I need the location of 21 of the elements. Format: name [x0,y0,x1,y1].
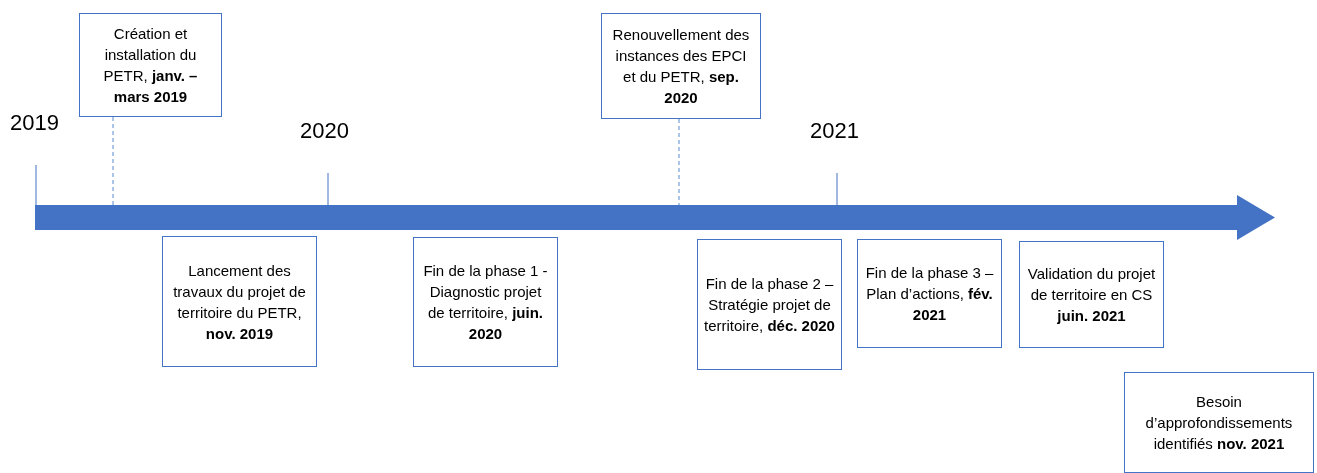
event-text: Création et installation du PETR, janv. – mars 2019 [102,24,199,107]
event-box [1019,241,1164,348]
year-label: 2019 [10,110,59,136]
event-box [79,13,222,117]
event-text: Lancement des travaux du projet de territoire du PETR, nov. 2019 [172,260,307,344]
event-text: Besoin d’approfondissements identifiés nov. 2021 [1144,392,1294,454]
leader-line [678,118,680,206]
event-box [413,237,558,367]
event-text: Fin de la phase 1 - Diagnostic projet de territoire, juin. 2020 [422,261,549,344]
leader-line [112,116,114,206]
year-label: 2020 [300,118,349,144]
year-label: 2021 [810,118,859,144]
event-text: Fin de la phase 2 – Stratégie projet de territoire, déc. 2020 [704,274,835,336]
event-box [601,13,761,119]
event-box [697,239,842,370]
event-text: Renouvellement des instances des EPCI et du PETR, sep. 2020 [611,25,751,108]
event-box [1124,372,1314,473]
event-box [162,236,317,367]
event-text: Fin de la phase 3 – Plan d’actions, fév. 2021 [864,263,995,325]
event-text: Validation du projet de territoire en CS juin. 2021 [1026,264,1157,326]
event-box [857,239,1002,348]
